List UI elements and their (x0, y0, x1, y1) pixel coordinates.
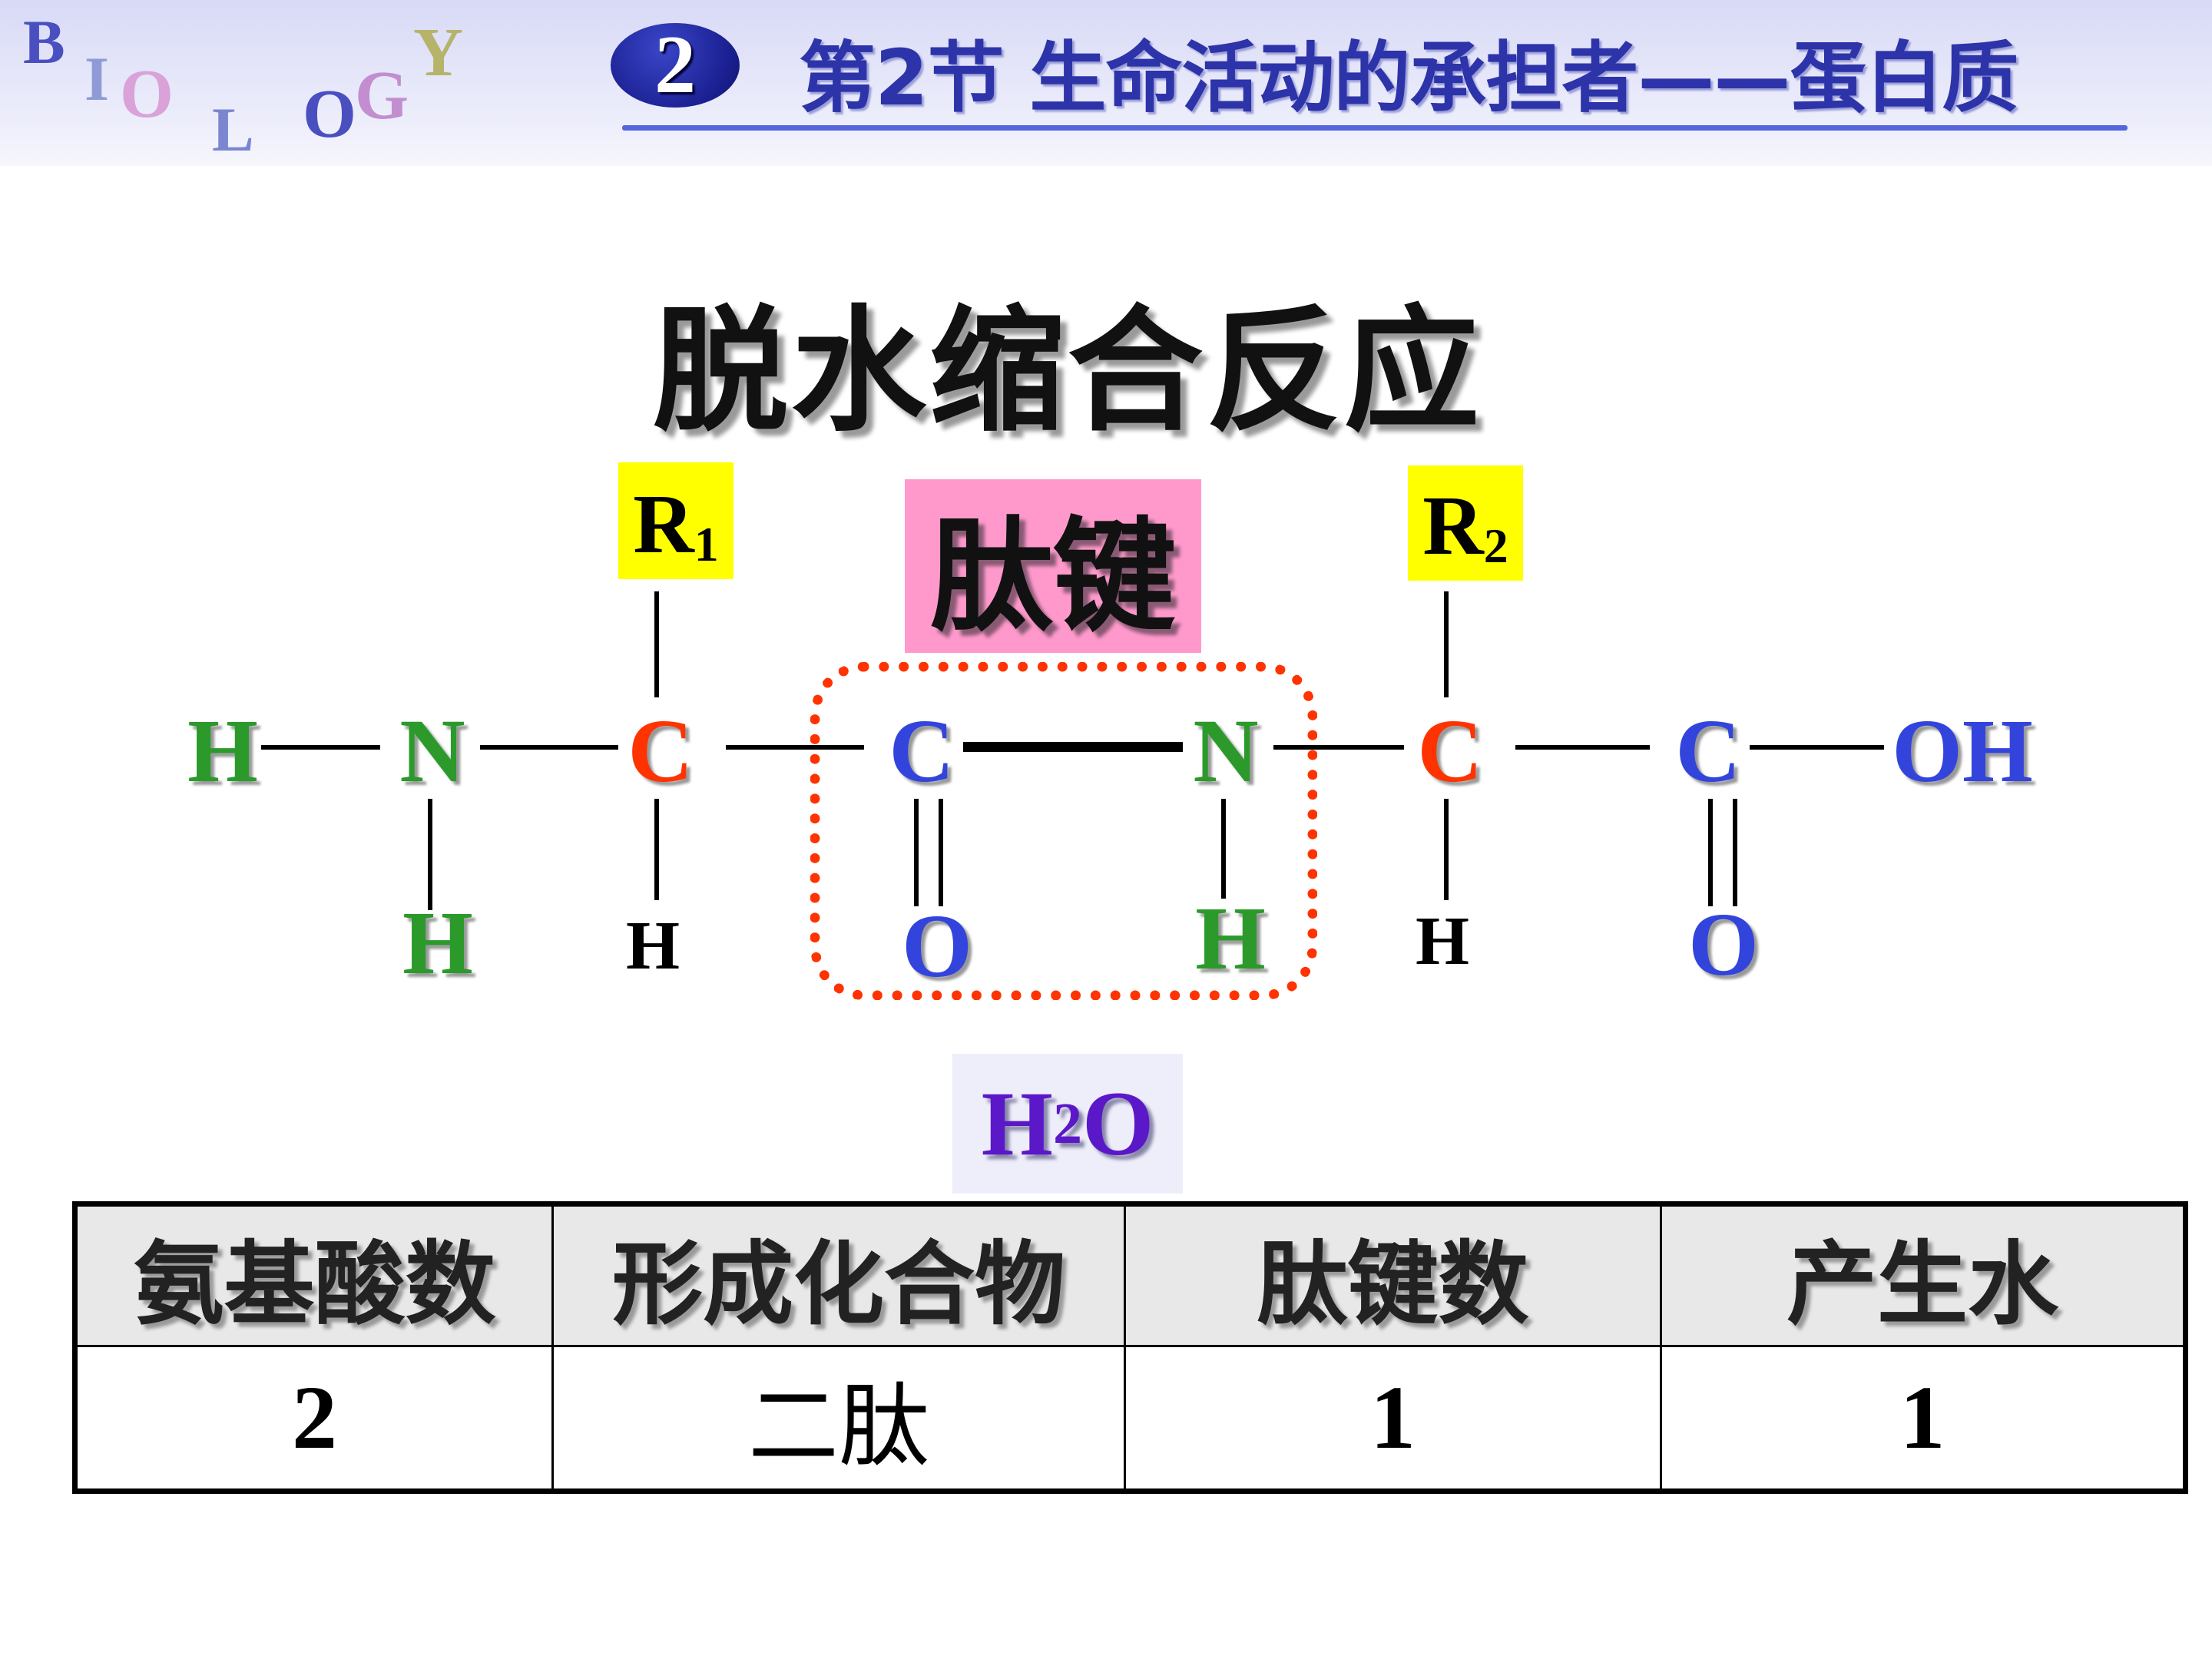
bond-r1-c1 (654, 591, 659, 697)
r1-subscript: 1 (694, 517, 719, 571)
bond-n2-c3 (1273, 745, 1404, 750)
table-cell-peptide-bond-count: 1 (1124, 1345, 1662, 1492)
table-cell-water-produced: 1 (1660, 1345, 2187, 1492)
header-band: B I O L O G Y (0, 0, 2212, 166)
atom-h-n1: H (402, 892, 473, 993)
table-header-water-produced: 产生水 (1660, 1203, 2187, 1347)
water-subscript: 2 (1053, 1091, 1082, 1156)
table-row: 2 二肽 1 1 (74, 1345, 2187, 1492)
table-header-peptide-bond-count: 肽键数 (1124, 1203, 1662, 1347)
bond-c3-h (1444, 799, 1449, 900)
logo-letter-o2: O (303, 76, 357, 152)
bond-c1-h (654, 799, 659, 900)
logo-letter-b: B (23, 7, 65, 77)
header-title: 第2节 生命活动的承担者——蛋白质 (799, 33, 2018, 123)
bond-c4-o-a (1708, 799, 1713, 906)
atom-h-n2: H (1195, 888, 1266, 988)
atom-h-c2: H (1415, 903, 1470, 979)
section-number-badge: 2 (611, 19, 740, 111)
summary-table: 氨基酸数 形成化合物 肽键数 产生水 2 二肽 1 1 (72, 1201, 2188, 1494)
bond-c3-c4 (1515, 745, 1650, 750)
atom-h-left: H (187, 700, 258, 801)
bond-r2-c3 (1444, 591, 1449, 697)
bond-c4-o-b (1733, 799, 1737, 906)
r1-letter: R (633, 477, 694, 571)
bond-c2-o-b (939, 799, 943, 906)
atom-o2: O (1688, 894, 1759, 995)
r2-subscript: 2 (1483, 518, 1508, 573)
atom-o1: O (902, 896, 972, 996)
atom-c-carbonyl2: C (1675, 700, 1741, 801)
bond-n1-c1 (480, 745, 618, 750)
water-o: O (1082, 1072, 1154, 1174)
logo-letter-l: L (212, 94, 254, 164)
table-header-compound-formed: 形成化合物 (551, 1203, 1126, 1347)
r2-letter: R (1422, 478, 1484, 572)
bond-n2-h (1221, 799, 1226, 899)
atom-c-alpha1: C (628, 700, 694, 801)
main-title: 脱水缩合反应 (653, 293, 1483, 450)
table-cell-amino-acid-count: 2 (74, 1345, 554, 1492)
atom-oh: OH (1892, 700, 2033, 801)
table-cell-compound-formed: 二肽 (551, 1345, 1126, 1492)
atom-h-c1: H (625, 908, 680, 984)
logo-letter-i: I (84, 44, 109, 114)
atom-n1: N (399, 700, 465, 801)
bond-h-n1 (261, 745, 380, 750)
water-h: H (981, 1072, 1053, 1174)
logo-letter-o: O (120, 56, 174, 132)
table-header-amino-acid-count: 氨基酸数 (74, 1203, 554, 1347)
bond-n1-h (428, 799, 432, 910)
peptide-bond-line (963, 742, 1183, 752)
logo-letter-y: Y (413, 15, 463, 91)
bond-c2-o-a (914, 799, 919, 906)
peptide-bond-label: 肽键 (905, 479, 1201, 653)
bond-c1-c2 (726, 745, 864, 750)
header-underline (622, 125, 2128, 131)
bond-c4-oh (1750, 745, 1884, 750)
atom-c-alpha2: C (1417, 700, 1483, 801)
logo-letter-g: G (355, 58, 409, 134)
table-header-row: 氨基酸数 形成化合物 肽键数 产生水 (74, 1203, 2187, 1347)
atom-c-carbonyl1: C (889, 700, 955, 801)
atom-n2: N (1193, 700, 1259, 801)
